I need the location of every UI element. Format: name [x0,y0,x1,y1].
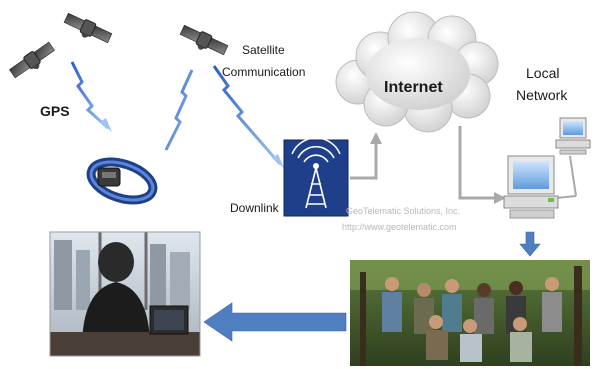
computer-icon [503,155,559,219]
network-label: Network [516,87,568,103]
radio-tower-icon [283,137,349,217]
satellite-icon [9,41,55,79]
signal-arrowhead [272,154,284,168]
computer-icon [555,117,591,155]
signal-bolt [164,69,194,151]
team-to-office-arrow [203,302,347,342]
gps-label: GPS [40,103,70,119]
downlink-label: Downlink [230,201,280,215]
satellite-label: Satellite [242,43,285,57]
network-cable [555,195,577,199]
office-photo [49,231,201,357]
internet-label: Internet [384,79,443,96]
watermark-company: GeoTelematic Solutions, Inc. [346,206,460,216]
network-cable [569,155,577,197]
gps-collar-icon [86,157,158,205]
satellite-icon [179,24,229,56]
local-label: Local [526,65,559,81]
watermark-url: http://www.geotelematic.com [342,222,457,232]
satellite-icon [63,12,113,44]
signal-bolt [212,65,282,165]
network-to-team-arrow [519,231,541,257]
downlink-to-internet-arrow [350,132,382,180]
field-team-photo [350,260,590,366]
signal-bolt [70,61,110,130]
internet-to-network-arrow [458,126,506,204]
signal-arrowhead [100,118,112,132]
cloud-icon [335,11,499,133]
communication-label: Communication [222,65,305,79]
